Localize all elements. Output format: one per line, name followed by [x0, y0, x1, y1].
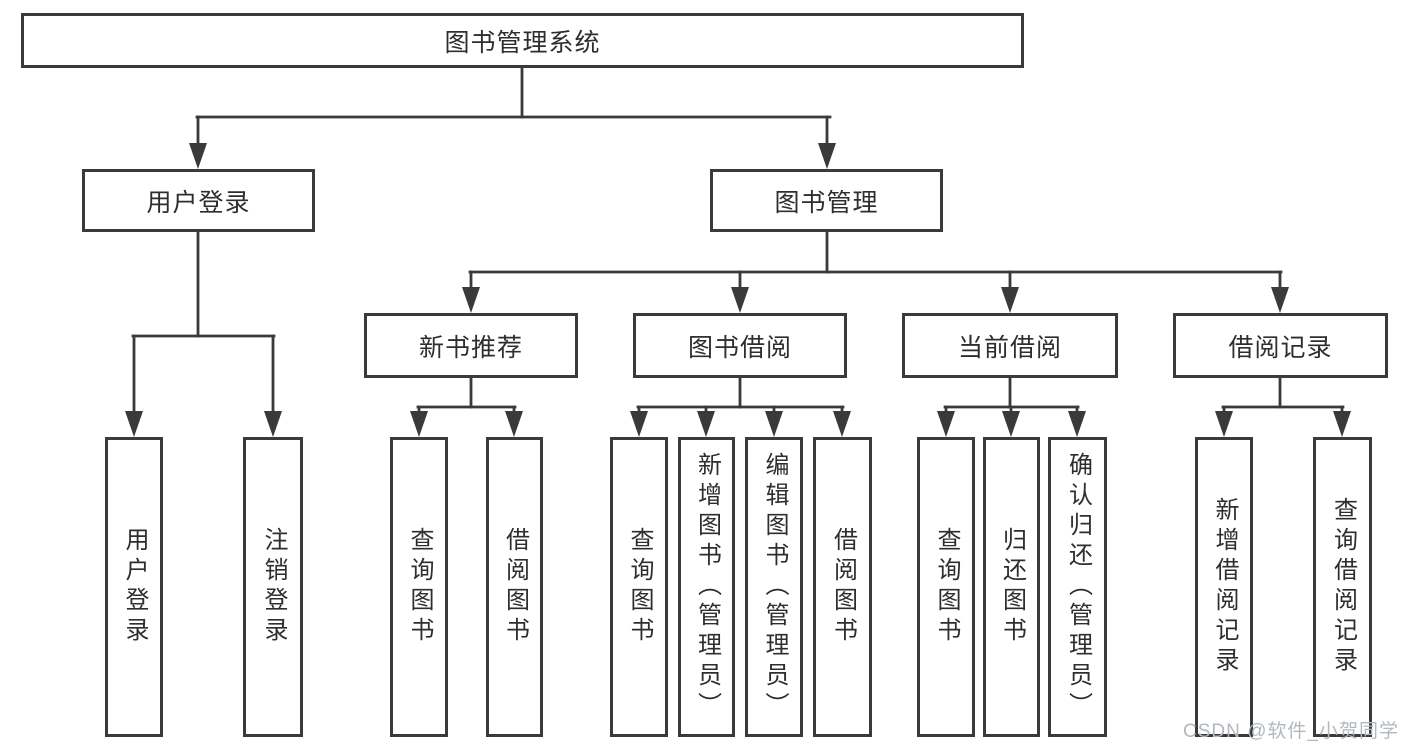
- node-library-management-system-label: 图书管理系统: [444, 28, 601, 57]
- leaf-cb-return-book-label: 归还图书: [998, 527, 1026, 647]
- leaf-nbr-query-book: 查询图书: [390, 437, 448, 737]
- connector-root-to-level2: [195, 66, 832, 154]
- node-book-borrowing-label: 图书借阅: [687, 333, 792, 362]
- node-new-book-recommendation: 新书推荐: [364, 313, 578, 378]
- node-user-login-label: 用户登录: [146, 188, 251, 217]
- csdn-watermark: CSDN @软件_小贺同学: [1183, 721, 1399, 742]
- leaf-cb-query-book-label: 查询图书: [933, 527, 960, 647]
- connector-book-management-to-level3: [468, 230, 1283, 298]
- leaf-cb-return-book: 归还图书: [983, 437, 1040, 737]
- leaf-bb-edit-book-admin-label: 编辑图书（管理员）: [761, 452, 788, 722]
- leaf-cb-query-book: 查询图书: [917, 437, 975, 737]
- node-book-borrowing: 图书借阅: [633, 313, 847, 378]
- node-book-management: 图书管理: [710, 169, 943, 232]
- connector-book-borrowing-to-leaves: [636, 376, 845, 422]
- leaf-bb-query-book-label: 查询图书: [626, 527, 653, 647]
- leaf-bb-edit-book-admin: 编辑图书（管理员）: [745, 437, 803, 737]
- leaf-bb-borrow-book-label: 借阅图书: [829, 527, 857, 647]
- leaf-logout-label: 注销登录: [260, 527, 287, 647]
- arrowheads: [125, 143, 1351, 437]
- leaf-bb-query-book: 查询图书: [610, 437, 668, 737]
- connector-borrowing-records-to-leaves: [1221, 376, 1345, 422]
- leaf-bb-add-book-admin: 新增图书（管理员）: [678, 437, 735, 737]
- leaf-br-query-borrow-record-label: 查询借阅记录: [1329, 497, 1357, 677]
- leaf-user-login-label: 用户登录: [121, 527, 148, 647]
- leaf-bb-borrow-book: 借阅图书: [813, 437, 872, 737]
- leaf-br-add-borrow-record: 新增借阅记录: [1195, 437, 1253, 737]
- connector-new-book-recommendation-to-leaves: [416, 376, 517, 422]
- node-library-management-system: 图书管理系统: [21, 13, 1024, 68]
- node-user-login: 用户登录: [82, 169, 315, 232]
- node-book-management-label: 图书管理: [774, 188, 879, 217]
- node-current-borrowing: 当前借阅: [902, 313, 1118, 378]
- leaf-nbr-borrow-book: 借阅图书: [486, 437, 543, 737]
- connector-user-login-to-leaves: [131, 230, 276, 422]
- leaf-br-query-borrow-record: 查询借阅记录: [1313, 437, 1372, 737]
- leaf-nbr-query-book-label: 查询图书: [406, 527, 433, 647]
- leaf-bb-add-book-admin-label: 新增图书（管理员）: [693, 452, 721, 722]
- node-borrowing-records: 借阅记录: [1173, 313, 1388, 378]
- leaf-logout: 注销登录: [243, 437, 303, 737]
- node-new-book-recommendation-label: 新书推荐: [418, 333, 523, 362]
- node-borrowing-records-label: 借阅记录: [1228, 333, 1333, 362]
- node-current-borrowing-label: 当前借阅: [957, 333, 1062, 362]
- leaf-user-login: 用户登录: [105, 437, 163, 737]
- leaf-br-add-borrow-record-label: 新增借阅记录: [1211, 497, 1238, 677]
- leaf-cb-confirm-return-admin: 确认归还（管理员）: [1048, 437, 1107, 737]
- leaf-nbr-borrow-book-label: 借阅图书: [501, 527, 529, 647]
- leaf-cb-confirm-return-admin-label: 确认归还（管理员）: [1064, 452, 1092, 722]
